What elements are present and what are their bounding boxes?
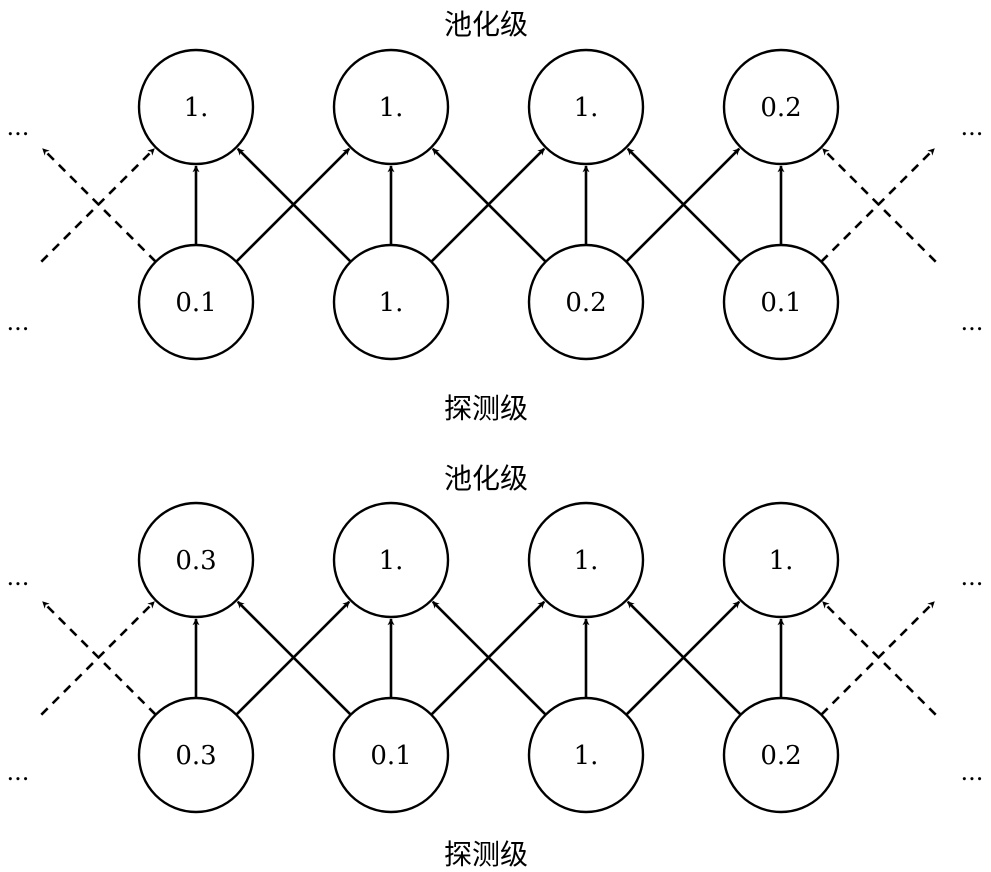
detector-ellipsis-right: ...: [961, 758, 984, 786]
pooling-unit: 0.2: [722, 48, 840, 166]
pooling-unit-value: 0.2: [760, 93, 801, 123]
detector-unit-value: 1.: [574, 741, 599, 771]
detector-unit: 0.2: [527, 243, 645, 361]
pooling-ellipsis-left: ...: [7, 563, 30, 591]
pooling-unit-circle: [527, 501, 645, 619]
offscreen-connection-arrow: [821, 600, 937, 716]
pooling-unit: 1.: [332, 501, 450, 619]
detector-unit-circle: [722, 696, 840, 814]
detector-unit-value: 0.2: [760, 741, 801, 771]
pooling-unit-value: 1.: [379, 546, 404, 576]
detector-unit: 0.1: [332, 696, 450, 814]
offscreen-connection-arrow: [820, 147, 936, 263]
detector-unit: 0.3: [137, 696, 255, 814]
connection-arrow: [430, 147, 546, 263]
pooling-unit: 1.: [137, 48, 255, 166]
connection-arrow: [235, 600, 351, 716]
edges-top: [40, 147, 937, 263]
pooling-ellipsis-left: ...: [7, 113, 30, 141]
pooling-unit-value: 1.: [379, 93, 404, 123]
offscreen-connection-arrow: [41, 600, 157, 716]
offscreen-connection-arrow: [820, 600, 936, 716]
detector-unit-value: 0.1: [175, 288, 216, 318]
detector-unit: 1.: [332, 243, 450, 361]
detector-unit: 0.1: [137, 243, 255, 361]
pooling-unit-circle: [137, 48, 255, 166]
detector-unit: 0.1: [722, 243, 840, 361]
pooling-unit: 1.: [527, 501, 645, 619]
pooling-unit: 1.: [722, 501, 840, 619]
connection-arrow: [235, 147, 351, 263]
pooling-unit-value: 1.: [574, 93, 599, 123]
pooling-ellipsis-right: ...: [961, 563, 984, 591]
detector-unit-value: 1.: [379, 288, 404, 318]
edges-bottom: [40, 600, 937, 716]
detector-unit-value: 0.1: [370, 741, 411, 771]
pooling-unit-value: 1.: [769, 546, 794, 576]
pooling-unit-value: 0.3: [175, 546, 216, 576]
connection-arrow: [625, 147, 741, 263]
pooling-unit-circle: [527, 48, 645, 166]
pooling-unit-circle: [722, 501, 840, 619]
pooling-level-label: 池化级: [444, 8, 528, 41]
detector-unit-value: 0.1: [760, 288, 801, 318]
pooling-unit-value: 1.: [184, 93, 209, 123]
offscreen-connection-arrow: [40, 147, 156, 263]
pooling-level-label: 池化级: [444, 462, 528, 495]
panel-bottom: 池化级 探测级 ... ... ... ... 0.3 1. 1. 1. 0.3…: [7, 462, 984, 871]
detector-ellipsis-left: ...: [7, 758, 30, 786]
detector-unit-circle: [137, 696, 255, 814]
pooling-unit-circle: [722, 48, 840, 166]
detector-unit-circle: [527, 696, 645, 814]
detector-ellipsis-right: ...: [961, 308, 984, 336]
pooling-unit-circle: [332, 48, 450, 166]
detector-unit: 1.: [527, 696, 645, 814]
detector-unit-circle: [332, 243, 450, 361]
offscreen-connection-arrow: [821, 147, 937, 263]
pooling-unit: 0.3: [137, 501, 255, 619]
detector-unit-circle: [137, 243, 255, 361]
pooling-ellipsis-right: ...: [961, 113, 984, 141]
detector-level-label: 探测级: [444, 838, 528, 871]
offscreen-connection-arrow: [40, 600, 156, 716]
detector-unit-value: 0.2: [565, 288, 606, 318]
detector-level-label: 探测级: [444, 392, 528, 425]
connection-arrow: [430, 600, 546, 716]
panel-top: 池化级 探测级 ... ... ... ... 1. 1. 1. 0.2 0.1…: [7, 8, 984, 425]
pooling-unit-circle: [332, 501, 450, 619]
pooling-unit-value: 1.: [574, 546, 599, 576]
detector-unit-circle: [332, 696, 450, 814]
connection-arrow: [625, 600, 741, 716]
pooling-unit: 1.: [332, 48, 450, 166]
offscreen-connection-arrow: [41, 147, 157, 263]
detector-unit: 0.2: [722, 696, 840, 814]
detector-unit-circle: [527, 243, 645, 361]
detector-ellipsis-left: ...: [7, 308, 30, 336]
detector-unit-circle: [722, 243, 840, 361]
pooling-unit: 1.: [527, 48, 645, 166]
detector-unit-value: 0.3: [175, 741, 216, 771]
pooling-unit-circle: [137, 501, 255, 619]
